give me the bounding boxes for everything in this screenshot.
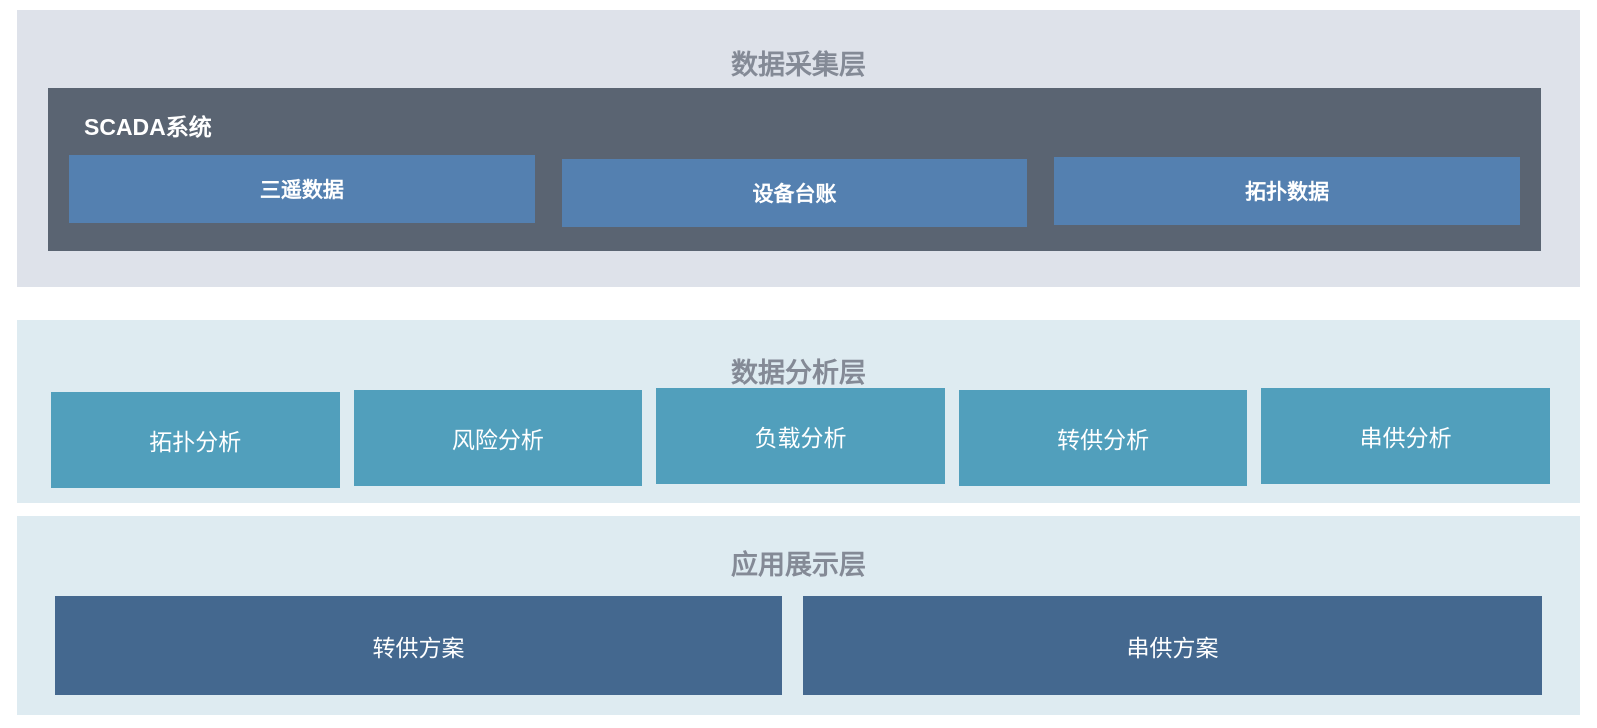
analysis-box-transfer-supply[interactable]: 转供分析 bbox=[958, 390, 1248, 486]
scada-system-group[interactable]: SCADA系统 三遥数据 设备台账 拓扑数据 bbox=[48, 88, 1541, 251]
analysis-box-topology[interactable]: 拓扑分析 bbox=[51, 392, 340, 488]
data-source-box-list: 三遥数据 设备台账 拓扑数据 bbox=[69, 155, 1521, 227]
analysis-box-series-supply[interactable]: 串供分析 bbox=[1261, 388, 1550, 484]
analysis-box-risk[interactable]: 风险分析 bbox=[353, 390, 643, 486]
scada-system-label: SCADA系统 bbox=[84, 114, 212, 140]
application-box-list: 转供方案 串供方案 bbox=[55, 596, 1542, 695]
layer-title-data-collection: 数据采集层 bbox=[731, 50, 866, 80]
data-source-box-telemetry[interactable]: 三遥数据 bbox=[69, 155, 535, 223]
application-box-transfer-supply-plan[interactable]: 转供方案 bbox=[55, 596, 782, 695]
data-source-box-topology[interactable]: 拓扑数据 bbox=[1054, 157, 1521, 225]
layer-title-data-analysis: 数据分析层 bbox=[731, 358, 866, 388]
data-source-box-equipment-ledger[interactable]: 设备台账 bbox=[561, 159, 1028, 227]
layer-title-application-display: 应用展示层 bbox=[731, 550, 866, 580]
application-box-series-supply-plan[interactable]: 串供方案 bbox=[803, 596, 1542, 695]
analysis-box-list: 拓扑分析 风险分析 负载分析 转供分析 串供分析 bbox=[51, 388, 1550, 488]
layer-data-analysis: 数据分析层 拓扑分析 风险分析 负载分析 转供分析 串供分析 bbox=[17, 320, 1580, 503]
layer-application-display: 应用展示层 转供方案 串供方案 bbox=[17, 516, 1580, 715]
layer-data-collection: 数据采集层 SCADA系统 三遥数据 设备台账 拓扑数据 bbox=[17, 10, 1580, 287]
analysis-box-load[interactable]: 负载分析 bbox=[656, 388, 945, 484]
